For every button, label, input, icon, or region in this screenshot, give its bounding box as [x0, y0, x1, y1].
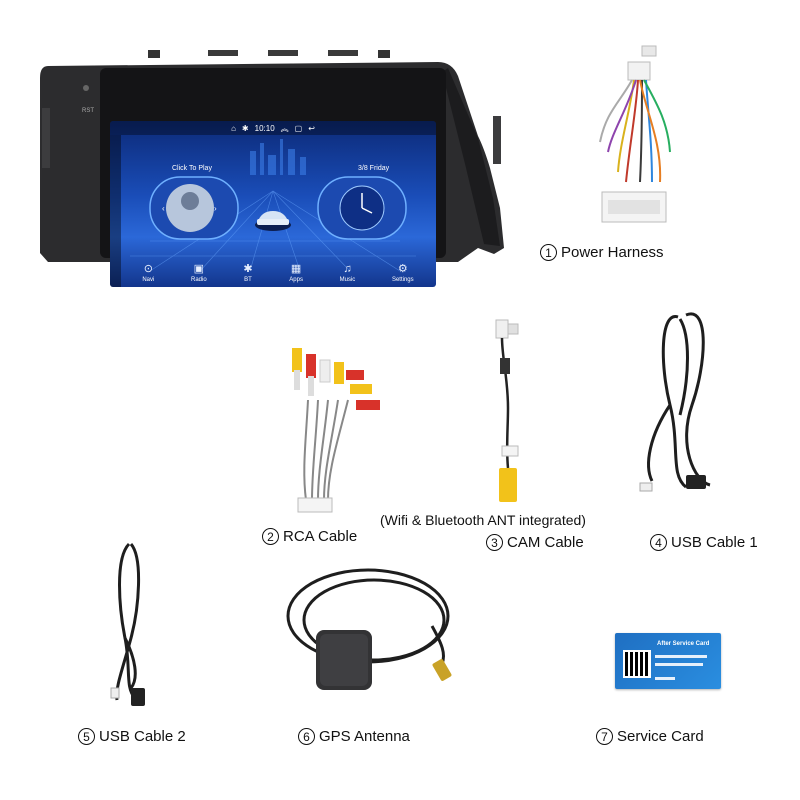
- qr-code-icon: [623, 650, 651, 678]
- caption-label: CAM Cable: [507, 534, 584, 551]
- status-time: 10:10: [254, 123, 275, 133]
- home-icon: ⌂: [231, 123, 236, 133]
- cam-cable-image: [495, 319, 519, 502]
- caption-label: Power Harness: [561, 244, 664, 261]
- item-number-5: 5: [78, 728, 95, 745]
- card-text-line: [655, 663, 703, 666]
- head-unit-screen: ⌂ ✱ 10:10 ︽ ▢ ↩: [110, 121, 436, 287]
- click-to-play-label: Click To Play: [172, 165, 212, 172]
- gear-icon: ⚙: [397, 263, 408, 275]
- item-number-3: 3: [486, 534, 503, 551]
- usb-cable-2-image: [110, 542, 145, 706]
- usb-cable-1-image: [639, 312, 711, 492]
- caption-gps-antenna: 6 GPS Antenna: [298, 728, 410, 745]
- screen-graphics: ‹ ›: [130, 139, 416, 272]
- svg-text:›: ›: [214, 204, 217, 213]
- caption-label: Service Card: [617, 728, 704, 745]
- app-dock: ⊙Navi ▣Radio ✱BT ▦Apps ♫Music ⚙Settings: [124, 255, 432, 284]
- svg-text:‹: ‹: [162, 204, 165, 213]
- power-harness-image: [599, 45, 671, 223]
- svg-text:RST: RST: [82, 108, 94, 114]
- item-number-4: 4: [650, 534, 667, 551]
- back-icon: ↩: [308, 123, 315, 133]
- item-number-6: 6: [298, 728, 315, 745]
- status-bar: ⌂ ✱ 10:10 ︽ ▢ ↩: [110, 121, 436, 135]
- window-icon: ▢: [294, 123, 303, 133]
- app-radio: ▣Radio: [191, 263, 207, 284]
- gps-antenna-image: [286, 568, 452, 690]
- caption-cam-cable: 3 CAM Cable: [486, 534, 584, 551]
- bluetooth-status-icon: ✱: [241, 123, 249, 133]
- service-card-title: After Service Card: [657, 641, 710, 647]
- caption-label: USB Cable 2: [99, 728, 186, 745]
- item-number-7: 7: [596, 728, 613, 745]
- service-card-image: After Service Card: [615, 633, 721, 689]
- date-label: 3/8 Friday: [358, 165, 390, 172]
- up-chevron-icon: ︽: [280, 123, 289, 133]
- rca-cable-image: [292, 348, 380, 513]
- caption-service-card: 7 Service Card: [596, 728, 704, 745]
- music-note-icon: ♫: [343, 263, 352, 275]
- app-music: ♫Music: [339, 263, 356, 284]
- caption-usb-cable-2: 5 USB Cable 2: [78, 728, 186, 745]
- caption-power-harness: 1 Power Harness: [540, 244, 664, 261]
- app-navi: ⊙Navi: [142, 263, 155, 284]
- caption-label: RCA Cable: [283, 528, 358, 545]
- app-settings: ⚙Settings: [391, 263, 414, 284]
- car-stereo-head-unit: RST ⌂ ✱ 10:10 ︽ ▢ ↩: [38, 48, 504, 287]
- card-text-line: [655, 655, 707, 658]
- caption-rca-cable: 2 RCA Cable: [262, 528, 357, 545]
- caption-label: USB Cable 1: [671, 534, 758, 551]
- radio-icon: ▣: [193, 263, 205, 275]
- screen-side-buttons: [110, 135, 121, 287]
- apps-grid-icon: ▦: [290, 263, 302, 275]
- caption-label: GPS Antenna: [319, 728, 410, 745]
- wifi-bluetooth-note: (Wifi & Bluetooth ANT integrated): [380, 512, 586, 528]
- bluetooth-icon: ✱: [243, 263, 253, 275]
- location-icon: ⊙: [143, 263, 153, 275]
- app-apps: ▦Apps: [289, 263, 303, 284]
- item-number-1: 1: [540, 244, 557, 261]
- app-bt: ✱BT: [243, 263, 253, 284]
- card-text-line: [655, 677, 675, 680]
- caption-usb-cable-1: 4 USB Cable 1: [650, 534, 758, 551]
- item-number-2: 2: [262, 528, 279, 545]
